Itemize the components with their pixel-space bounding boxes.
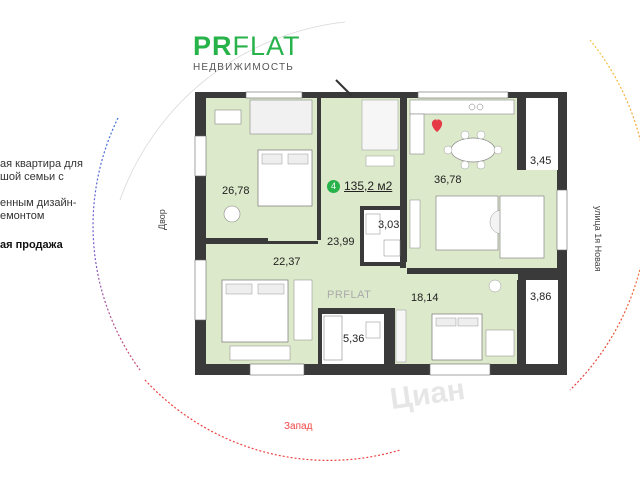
wall <box>386 308 392 364</box>
direction-right: улица 1я Новая <box>593 206 603 272</box>
wall <box>206 238 268 242</box>
window <box>249 363 305 376</box>
wall <box>360 262 404 266</box>
direction-bottom: Запад <box>284 421 313 432</box>
dining-chair <box>460 160 470 170</box>
pillow <box>225 283 253 295</box>
wall <box>360 206 364 266</box>
faint-arc <box>119 21 346 201</box>
area-bedroom-1: 26,78 <box>222 185 250 197</box>
total-area: 135,2 м2 <box>344 179 393 193</box>
wall <box>318 308 322 364</box>
desk-3 <box>485 329 515 357</box>
bathtub <box>323 315 343 361</box>
window <box>245 91 303 99</box>
area-bedroom-3: 18,14 <box>411 292 439 304</box>
wall <box>517 98 525 170</box>
total-area-badge: 4 135,2 м2 <box>327 179 392 193</box>
tv-unit <box>409 199 421 249</box>
closet <box>361 99 399 151</box>
area-living-kitchen: 36,78 <box>434 174 462 186</box>
wall <box>318 308 390 312</box>
room-balcony-1 <box>526 98 558 170</box>
listing-description: ая квартира для шой семьи с енным дизайн… <box>0 158 83 222</box>
dining-chair <box>493 145 503 155</box>
toilet <box>365 213 381 235</box>
wall <box>317 98 321 240</box>
area-balcony-1: 3,45 <box>530 155 552 167</box>
logo-pr: PR <box>193 31 233 61</box>
sofa-area <box>435 195 499 251</box>
prflat-logo: PRFLAT НЕДВИЖИМОСТЬ <box>193 31 301 74</box>
logo-flat: FLAT <box>232 31 301 61</box>
heart-icon[interactable] <box>431 119 443 132</box>
stove <box>476 103 484 111</box>
dining-chair <box>476 130 486 140</box>
stove <box>468 103 476 111</box>
pillow <box>457 317 479 327</box>
sink <box>383 239 401 257</box>
wall <box>360 206 404 210</box>
desk <box>214 109 242 125</box>
dining-chair <box>476 160 486 170</box>
wardrobe-2 <box>293 279 313 341</box>
window <box>194 259 207 321</box>
window <box>556 189 568 251</box>
left-arc <box>92 117 141 371</box>
pillow <box>261 153 283 165</box>
direction-left: Двор <box>157 209 167 230</box>
wall <box>517 280 525 364</box>
bottom-arc <box>144 379 401 461</box>
wall <box>206 241 318 244</box>
logo-subtitle: НЕДВИЖИМОСТЬ <box>193 62 295 73</box>
sofa <box>499 195 545 259</box>
dresser <box>229 345 291 361</box>
area-bathroom-2: 5,36 <box>343 333 365 345</box>
wall <box>400 98 406 268</box>
area-balcony-2: 3,86 <box>530 291 552 303</box>
dining-chair <box>460 130 470 140</box>
area-bathroom-1: 3,03 <box>378 219 400 231</box>
kitchen-counter-side <box>409 113 425 155</box>
kitchen-counter <box>409 99 515 115</box>
window <box>429 363 491 376</box>
area-bedroom-2: 22,37 <box>273 256 301 268</box>
pillow <box>287 153 309 165</box>
door-arrow-icon <box>335 79 353 97</box>
window <box>194 135 207 177</box>
toilet-2 <box>365 321 381 339</box>
area-hall: 23,99 <box>327 236 355 248</box>
room-balcony-2 <box>526 280 558 364</box>
chair-3 <box>488 279 502 293</box>
chair <box>223 205 241 223</box>
sale-type: ая продажа <box>0 239 63 251</box>
pillow <box>257 283 285 295</box>
rooms-count-badge: 4 <box>327 179 340 193</box>
right-arc <box>569 39 640 391</box>
plan-watermark-logo: PRFLAT <box>327 289 372 301</box>
window <box>417 91 509 99</box>
dining-table <box>450 137 496 163</box>
wardrobe <box>249 99 313 135</box>
pillow <box>435 317 457 327</box>
wall <box>407 268 519 274</box>
closet-3 <box>395 309 407 363</box>
shelf <box>365 155 395 167</box>
dining-chair <box>443 145 453 155</box>
